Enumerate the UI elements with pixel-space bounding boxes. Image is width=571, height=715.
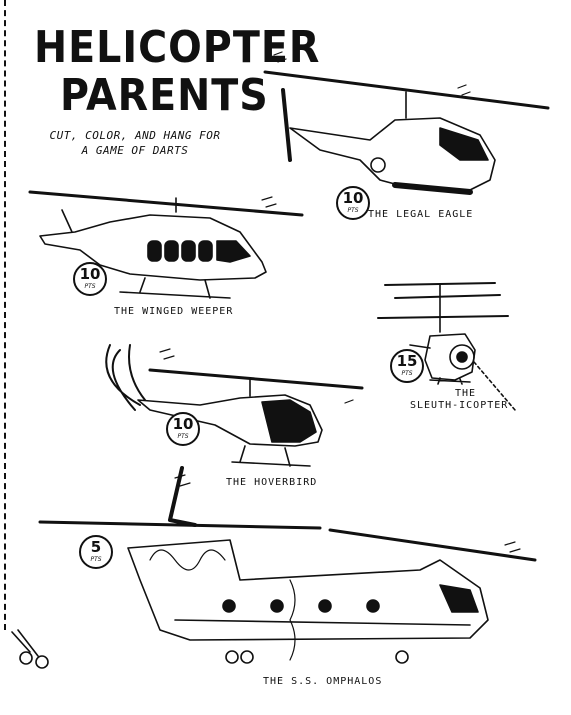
- sleuth-icopter-helicopter: [377, 282, 516, 411]
- legal-eagle-helicopter: [263, 51, 550, 195]
- label-winged-weeper: THE WINGED WEEPER: [114, 306, 234, 317]
- points-badge-ss-omphalos: 5 PTS: [79, 535, 113, 569]
- points-unit: PTS: [401, 370, 413, 377]
- label-sleuth-icopter-line-1: THE: [455, 388, 477, 399]
- points-badge-legal-eagle: 10 PTS: [336, 186, 370, 220]
- points-unit: PTS: [84, 283, 96, 290]
- points-value: 5: [90, 538, 102, 556]
- subtitle-line-2: A GAME OF DARTS: [81, 144, 189, 157]
- points-value: 10: [342, 189, 364, 207]
- ss-omphalos-helicopter: [38, 466, 537, 664]
- winged-weeper-helicopter: [28, 190, 304, 299]
- cut-line: [4, 0, 6, 630]
- page-subtitle: CUT, COLOR, AND HANG FOR A GAME OF DARTS: [30, 128, 240, 158]
- label-legal-eagle: THE LEGAL EAGLE: [368, 209, 474, 220]
- label-sleuth-icopter-line-2: SLEUTH-ICOPTER: [410, 400, 509, 411]
- points-badge-sleuth-icopter: 15 PTS: [390, 349, 424, 383]
- points-value: 15: [396, 352, 418, 370]
- title-line-1: HELICOPTER: [34, 22, 321, 73]
- page-title: HELICOPTER PARENTS: [34, 22, 321, 121]
- points-value: 10: [172, 415, 194, 433]
- points-badge-winged-weeper: 10 PTS: [73, 262, 107, 296]
- points-value: 10: [79, 265, 101, 283]
- points-badge-hoverbird: 10 PTS: [166, 412, 200, 446]
- label-ss-omphalos: THE S.S. OMPHALOS: [263, 676, 383, 687]
- hoverbird-helicopter: [105, 344, 364, 467]
- label-hoverbird: THE HOVERBIRD: [226, 477, 318, 488]
- subtitle-line-1: CUT, COLOR, AND HANG FOR: [49, 129, 221, 142]
- points-unit: PTS: [177, 433, 189, 440]
- scissors-icon: [11, 629, 49, 669]
- points-unit: PTS: [90, 556, 102, 563]
- points-unit: PTS: [347, 207, 359, 214]
- title-line-2: PARENTS: [60, 70, 269, 121]
